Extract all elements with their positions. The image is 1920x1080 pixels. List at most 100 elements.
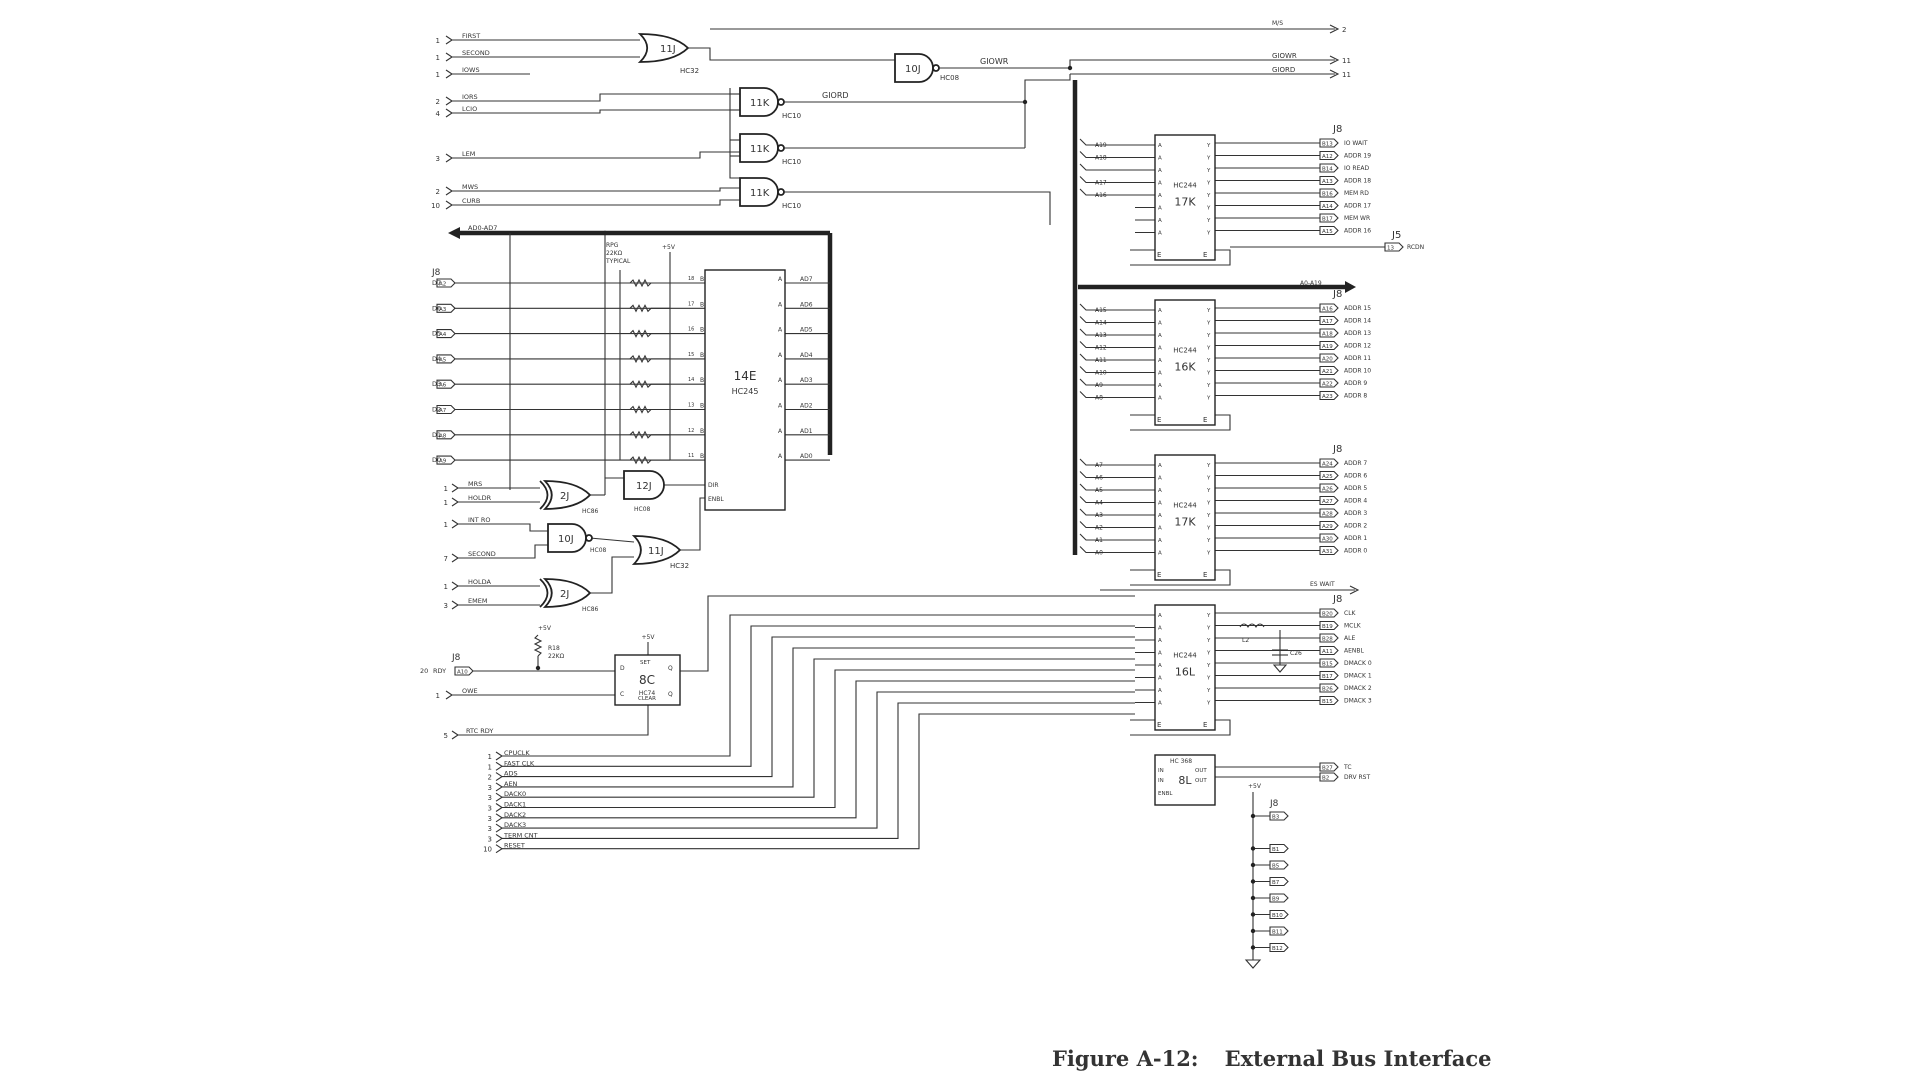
buffer-pin-a: A xyxy=(1158,193,1162,199)
connector-pin-label: B5 xyxy=(1272,864,1280,870)
input-pin-number: 1 xyxy=(444,485,448,493)
j8-output-pin xyxy=(1319,495,1339,506)
buffer-pin-a: A xyxy=(1158,676,1162,682)
j8-data-pin xyxy=(436,278,456,288)
net-label: TYPICAL xyxy=(605,258,631,265)
pullup-resistor xyxy=(629,304,652,313)
input-signal-label: FAST CLK xyxy=(504,759,535,767)
pullup-resistor xyxy=(629,405,652,414)
buffer-part: HC244 xyxy=(1173,347,1197,355)
j8-data-pin xyxy=(436,303,456,313)
wire xyxy=(680,595,1135,672)
net-label: +5V xyxy=(662,244,676,251)
junction-dot xyxy=(1067,65,1073,71)
wire xyxy=(1079,316,1155,324)
buffer-pin-y: Y xyxy=(1206,501,1211,507)
input-pin-number: 3 xyxy=(488,835,492,843)
connector-pin-label: B17 xyxy=(1322,217,1333,223)
gate-id: 2J xyxy=(560,491,569,502)
connector-pin-label: B7 xyxy=(1272,880,1280,886)
input-signal-label: LEM xyxy=(462,150,475,158)
net-label: +5V xyxy=(642,634,656,641)
u8l-part: HC 368 xyxy=(1170,758,1192,765)
gate-11k-1-bubble xyxy=(777,98,785,106)
wire xyxy=(1079,546,1155,554)
u8c-d: D xyxy=(620,665,625,672)
buffer-3-body xyxy=(1154,604,1216,731)
gate-id: 2J xyxy=(560,589,569,600)
input-signal-label: DACK3 xyxy=(504,821,526,829)
u8l-out: OUT xyxy=(1195,768,1207,774)
input-arrow xyxy=(445,69,453,79)
output-signal-label: TC xyxy=(1343,764,1352,771)
data-signal: D4 xyxy=(432,355,441,363)
buffer-pin-y: Y xyxy=(1206,626,1211,632)
output-signal-label: MEM WR xyxy=(1344,215,1370,222)
ad-bus-arrow xyxy=(448,227,460,239)
buffer-part: HC244 xyxy=(1173,182,1197,190)
input-pin-number: 3 xyxy=(488,784,492,792)
wire xyxy=(458,523,548,532)
figure-title: External Bus Interface xyxy=(1224,1046,1492,1071)
j8-output-pin xyxy=(1319,658,1339,668)
buffer-pin-y: Y xyxy=(1206,513,1211,519)
j8-output-pin xyxy=(1319,315,1339,326)
wire xyxy=(1079,378,1155,386)
connector-pin-label: A20 xyxy=(1322,357,1333,363)
data-signal: D2 xyxy=(432,406,441,414)
wire xyxy=(1079,483,1155,491)
input-arrow xyxy=(451,519,459,529)
buffer-1-body xyxy=(1154,299,1216,426)
j8-data-pin xyxy=(436,455,456,465)
connector-pin-label: A5 xyxy=(439,357,447,363)
input-signal-label: SECOND xyxy=(462,49,490,57)
gate-11k-2-bubble xyxy=(777,144,785,152)
j8-data-pin xyxy=(436,430,456,440)
address-line-label: A15 xyxy=(1095,307,1107,314)
buffer-pin-a: A xyxy=(1158,321,1162,327)
u8l-id: 8L xyxy=(1178,774,1192,787)
input-arrow xyxy=(445,35,453,45)
buffer-id: 16L xyxy=(1175,666,1196,679)
j8-gnd-pin xyxy=(1269,893,1289,903)
junction-dot xyxy=(1250,813,1256,819)
connector-pin-label: A26 xyxy=(1322,487,1333,493)
buffer-pin-a: A xyxy=(1158,371,1162,377)
j8-label: J8 xyxy=(431,268,441,278)
connector-pin-label: A2 xyxy=(439,282,446,288)
pin-number: 11 xyxy=(688,453,694,459)
buffer-pin-y: Y xyxy=(1206,463,1211,469)
address-line-label: A0 xyxy=(1095,550,1103,557)
output-signal-label: ADDR 17 xyxy=(1344,203,1371,210)
u8l-in: IN xyxy=(1158,768,1164,774)
j8-gnd-pin xyxy=(1269,860,1289,870)
pin-b: B xyxy=(700,352,704,359)
pin-b: B xyxy=(700,327,704,334)
j8-output-pin xyxy=(1319,225,1339,236)
buffer-enable-b: E xyxy=(1203,251,1207,259)
pullup-resistor xyxy=(629,379,652,389)
j8-data-pin xyxy=(436,379,456,389)
ad-signal: AD0 xyxy=(800,453,813,460)
buffer-pin-a: A xyxy=(1158,383,1162,389)
connector-pin-label: B16 xyxy=(1322,192,1333,198)
wire xyxy=(502,658,1135,798)
gate-id: 11J xyxy=(660,44,676,55)
u8c-part: HC74 xyxy=(639,690,656,697)
pin-b: B xyxy=(700,301,704,308)
address-line-label: A11 xyxy=(1095,357,1107,364)
buffer-pin-y: Y xyxy=(1206,663,1211,669)
connector-pin-label: A12 xyxy=(1322,154,1333,160)
connector-pin-label: A6 xyxy=(439,383,447,389)
buffer-pin-y: Y xyxy=(1206,476,1211,482)
j8-label: J8 xyxy=(1332,444,1342,455)
buffer-id: 17K xyxy=(1174,196,1196,209)
output-signal-label: ADDR 14 xyxy=(1344,318,1371,325)
address-line-label: A18 xyxy=(1095,155,1107,162)
gate-11j-2 xyxy=(631,535,682,565)
input-pin-number: 3 xyxy=(436,155,440,163)
j8-output-pin xyxy=(1319,470,1339,481)
pin-number: 12 xyxy=(688,428,694,434)
j5-label: J5 xyxy=(1391,230,1401,241)
connector-pin-label: B10 xyxy=(1272,913,1283,919)
